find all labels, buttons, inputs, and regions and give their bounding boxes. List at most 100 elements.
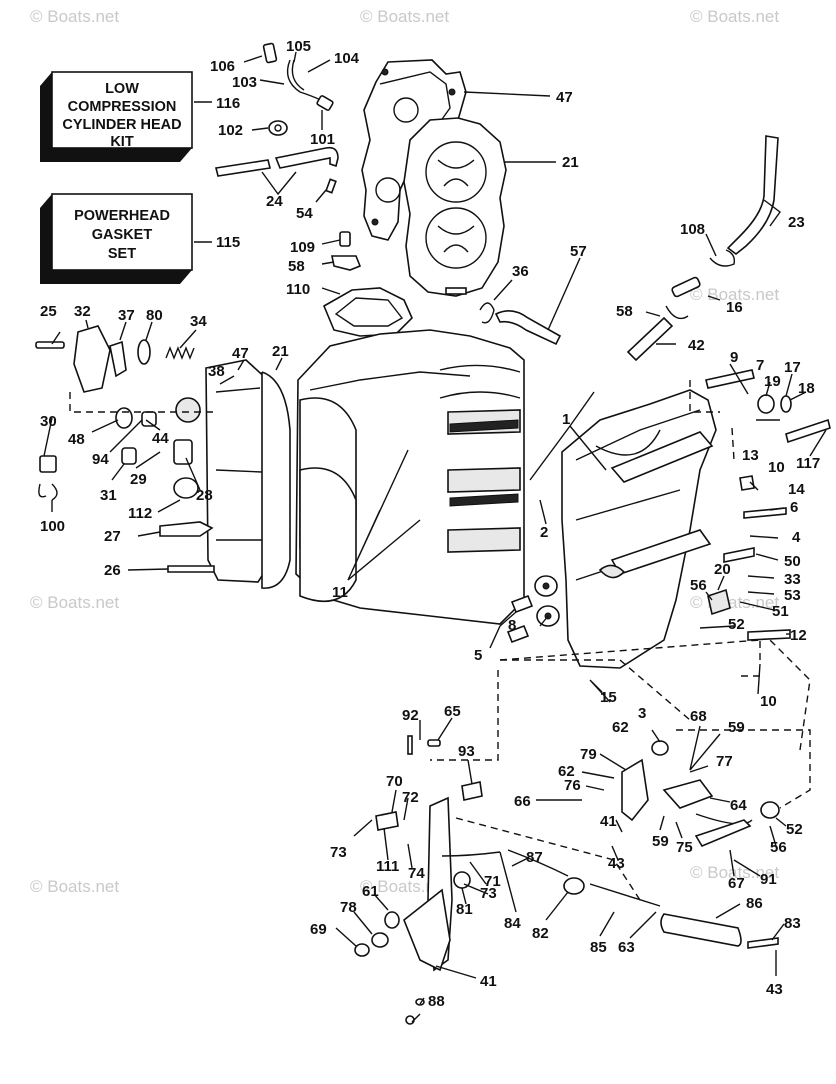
callout: 58 [616, 303, 633, 320]
callout: 109 [290, 239, 315, 256]
callout: 34 [190, 313, 207, 330]
callout: 44 [152, 430, 169, 447]
callout: 66 [514, 793, 531, 810]
watermark: © Boats.net [30, 877, 119, 896]
callout: 1 [562, 411, 570, 428]
callout: 41 [600, 813, 617, 830]
callout: 10 [768, 459, 785, 476]
callout: 4 [792, 529, 801, 546]
watermark: © Boats.net [690, 285, 779, 304]
kit-line: GASKET [92, 227, 153, 243]
callout: 110 [286, 281, 310, 298]
callout: 69 [310, 921, 327, 938]
callout: 81 [456, 901, 473, 918]
callout: 68 [690, 708, 707, 725]
callout: 111 [376, 858, 399, 875]
callout: 59 [728, 719, 745, 736]
callout: 2 [540, 524, 548, 541]
callout: 79 [580, 746, 597, 763]
callout: 78 [340, 899, 357, 916]
callout: 6 [790, 499, 798, 516]
watermark: © Boats.net [690, 7, 779, 26]
callout: 50 [784, 553, 801, 570]
callout: 62 [558, 763, 575, 780]
callout: 8 [508, 617, 516, 634]
callout: 116 [216, 95, 240, 112]
callout: 18 [798, 380, 815, 397]
callout-labels: 106 105 104 103 47 116 102 101 21 24 54 … [40, 38, 820, 1010]
callout: 23 [788, 214, 805, 231]
callout: 108 [680, 221, 705, 238]
callout: 87 [526, 849, 543, 866]
callout: 76 [564, 777, 581, 794]
watermark: © Boats.net [360, 7, 449, 26]
callout: 26 [104, 562, 121, 579]
callout: 7 [756, 357, 764, 374]
callout: 12 [790, 627, 807, 644]
callout: 3 [638, 705, 646, 722]
callout: 19 [764, 373, 781, 390]
callout: 94 [92, 451, 109, 468]
callout: 53 [784, 587, 801, 604]
callout: 28 [196, 487, 213, 504]
part-drawings [35, 42, 831, 1025]
callout: 82 [532, 925, 549, 942]
callout: 51 [772, 603, 789, 620]
callout: 72 [402, 789, 419, 806]
callout: 112 [128, 505, 152, 522]
callout: 58 [288, 258, 305, 275]
callout: 30 [40, 413, 57, 430]
callout: 77 [716, 753, 733, 770]
callout: 115 [216, 234, 240, 251]
callout: 24 [266, 193, 283, 210]
callout: 21 [562, 154, 579, 171]
callout: 52 [786, 821, 803, 838]
kit-line: SET [108, 246, 136, 262]
callout: 73 [330, 844, 347, 861]
callout: 85 [590, 939, 607, 956]
callout: 33 [784, 571, 801, 588]
callout: 14 [788, 481, 805, 498]
kit-line: LOW [105, 81, 139, 97]
callout: 84 [504, 915, 521, 932]
callout: 61 [362, 883, 379, 900]
callout: 17 [784, 359, 801, 376]
callout: 105 [286, 38, 311, 55]
callout: 74 [408, 865, 425, 882]
callout: 29 [130, 471, 147, 488]
callout: 38 [208, 363, 225, 380]
callout: 75 [676, 839, 693, 856]
callout: 10 [760, 693, 777, 710]
callout: 67 [728, 875, 745, 892]
callout: 36 [512, 263, 529, 280]
callout: 93 [458, 743, 475, 760]
watermark: © Boats.net [690, 593, 779, 612]
kit-low-compression-box: LOW COMPRESSION CYLINDER HEAD KIT [40, 71, 212, 162]
callout: 11 [332, 584, 348, 601]
callout: 47 [232, 345, 249, 362]
callout: 48 [68, 431, 85, 448]
callout: 21 [272, 343, 289, 360]
callout: 101 [310, 131, 335, 148]
callout: 16 [726, 299, 743, 316]
callout: 31 [100, 487, 117, 504]
kit-line: POWERHEAD [74, 208, 170, 224]
callout: 42 [688, 337, 705, 354]
leader-lines [43, 51, 827, 1023]
callout: 32 [74, 303, 91, 320]
kit-powerhead-gasket-box: POWERHEAD GASKET SET [40, 193, 212, 284]
callout: 43 [766, 981, 783, 998]
callout: 37 [118, 307, 135, 324]
kit-line: KIT [110, 134, 134, 150]
callout: 63 [618, 939, 635, 956]
kit-line: CYLINDER HEAD [62, 117, 181, 133]
callout: 56 [770, 839, 787, 856]
callout: 86 [746, 895, 763, 912]
callout: 70 [386, 773, 403, 790]
callout: 62 [612, 719, 629, 736]
callout: 59 [652, 833, 669, 850]
callout: 71 [484, 873, 501, 890]
callout: 52 [728, 616, 745, 633]
callout: 91 [760, 871, 777, 888]
